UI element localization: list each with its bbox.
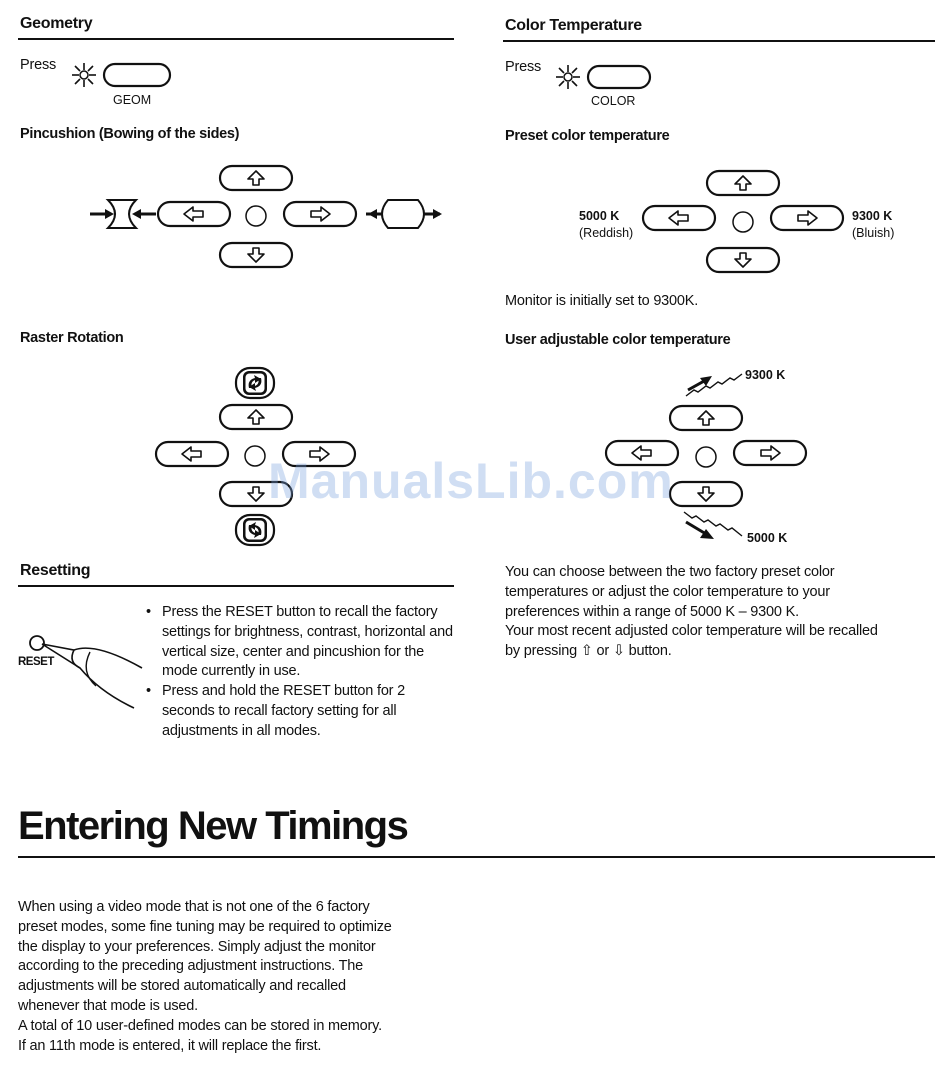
user-high-temp: 9300 K <box>745 368 786 382</box>
pincushion-up-button[interactable] <box>218 164 294 192</box>
timings-line-1: When using a video mode that is not one … <box>18 899 370 915</box>
color-paragraph-line-1: You can choose between the two factory p… <box>505 564 835 580</box>
raster-left-button[interactable] <box>154 440 230 468</box>
pincushion-outward-icon <box>366 199 442 229</box>
user-up-button[interactable] <box>668 404 744 432</box>
timings-line-3: the display to your preferences. Simply … <box>18 938 376 955</box>
pincushion-down-button[interactable] <box>218 241 294 269</box>
user-down-button[interactable] <box>668 480 744 508</box>
timings-paragraph: When using a video mode that is not one … <box>18 898 478 1056</box>
preset-left-desc: (Reddish) <box>579 226 634 240</box>
color-paragraph-line-5: by pressing ⇧ or ⇩ button. <box>505 643 672 660</box>
color-rule <box>503 40 935 42</box>
increase-staircase-icon <box>685 373 743 397</box>
geom-button-icon[interactable] <box>70 58 180 92</box>
preset-color-title: Preset color temperature <box>505 128 670 144</box>
preset-right-temp: 9300 K <box>852 209 893 223</box>
reset-button-label: RESET <box>18 656 54 668</box>
user-low-temp: 5000 K <box>747 531 788 545</box>
user-center-dot <box>695 446 717 468</box>
timings-line-8: If an 11th mode is entered, it will repl… <box>18 1037 322 1054</box>
raster-up-button[interactable] <box>218 403 294 431</box>
timings-line-6: whenever that mode is used. <box>18 997 198 1014</box>
rotate-ccw-icon <box>234 513 276 547</box>
color-paragraph-line-4: Your most recent adjusted color temperat… <box>505 623 878 640</box>
preset-center-dot <box>732 211 754 233</box>
color-button-icon[interactable] <box>554 60 664 94</box>
timings-line-7: A total of 10 user-defined modes can be … <box>18 1017 382 1034</box>
reset-bullet-2: Press and hold the RESET button for 2 se… <box>144 682 459 741</box>
color-press-label: Press <box>505 59 542 75</box>
decrease-staircase-icon <box>683 511 743 539</box>
preset-right-desc: (Bluish) <box>852 226 895 240</box>
pincushion-left-button[interactable] <box>156 200 232 228</box>
preset-right-button[interactable] <box>769 204 845 232</box>
timings-line-2: preset modes, some fine tuning may be re… <box>18 918 392 935</box>
raster-center-dot <box>244 445 266 467</box>
reset-pen-icon <box>29 635 143 709</box>
resetting-rule <box>18 585 454 587</box>
pincushion-right-button[interactable] <box>282 200 358 228</box>
preset-left-temp: 5000 K <box>579 209 620 223</box>
color-temperature-title: Color Temperature <box>505 17 642 34</box>
preset-left-button[interactable] <box>641 204 717 232</box>
timings-line-4: according to the preceding adjustment in… <box>18 958 363 975</box>
pincushion-center-dot <box>245 205 267 227</box>
reset-bullet-list: Press the RESET button to recall the fac… <box>144 603 459 742</box>
reset-bullet-1: Press the RESET button to recall the fac… <box>144 603 459 682</box>
color-button-label: COLOR <box>591 94 636 108</box>
pincushion-inward-icon <box>90 199 156 229</box>
initial-setting-note: Monitor is initially set to 9300K. <box>505 293 699 309</box>
user-right-button[interactable] <box>732 439 808 467</box>
pincushion-title: Pincushion (Bowing of the sides) <box>20 126 240 142</box>
geometry-press-label: Press <box>20 57 57 73</box>
color-paragraph: You can choose between the two factory p… <box>505 563 945 662</box>
resetting-title: Resetting <box>20 562 91 579</box>
preset-up-button[interactable] <box>705 169 781 197</box>
timings-line-5: adjustments will be stored automatically… <box>18 978 346 995</box>
color-paragraph-line-3: preferences within a range of 5000 K – 9… <box>505 603 799 620</box>
preset-down-button[interactable] <box>705 246 781 274</box>
timings-rule <box>18 856 935 858</box>
watermark: ManualsLib.com <box>268 453 674 509</box>
geometry-rule <box>18 38 454 40</box>
entering-new-timings-title: Entering New Timings <box>18 804 409 848</box>
raster-rotation-title: Raster Rotation <box>20 330 124 346</box>
color-paragraph-line-2: temperatures or adjust the color tempera… <box>505 583 830 600</box>
rotate-cw-icon <box>234 366 276 400</box>
geom-button-label: GEOM <box>113 93 152 107</box>
user-adjustable-title: User adjustable color temperature <box>505 332 731 348</box>
geometry-title: Geometry <box>20 15 93 32</box>
